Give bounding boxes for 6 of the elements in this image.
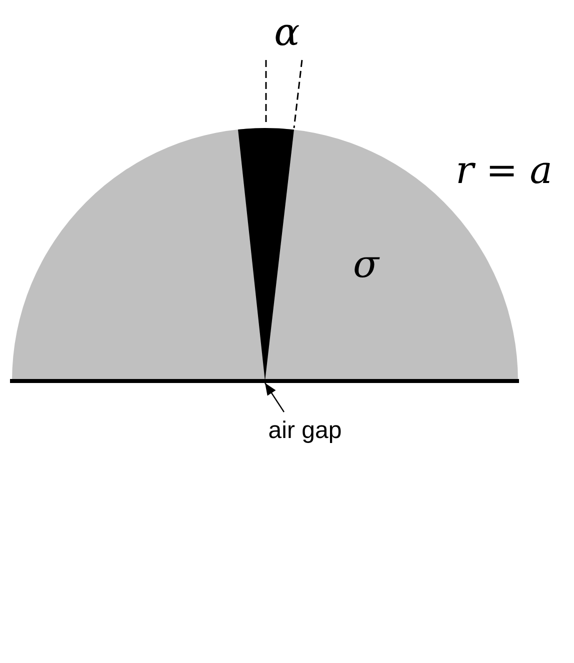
air-gap-wedge xyxy=(238,128,294,381)
math-symbol: σ xyxy=(353,245,379,283)
math-symbol: α xyxy=(274,13,300,51)
air-gap-label: air gap xyxy=(268,419,342,443)
leader-arrow xyxy=(264,382,284,412)
math-symbol: r = a xyxy=(456,151,552,189)
